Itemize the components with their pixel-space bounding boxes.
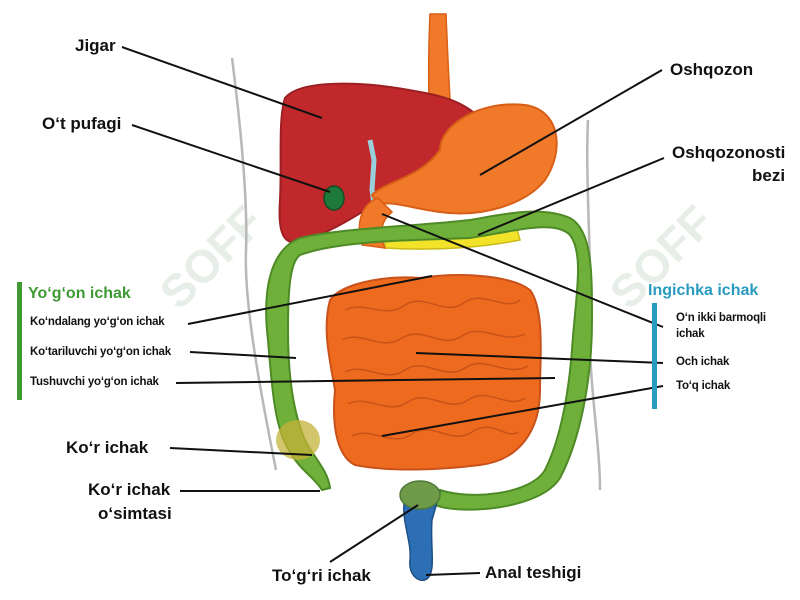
small-intestine-title: Ingichka ichak (648, 282, 759, 299)
label-pancreas-line2: bezi (752, 166, 786, 185)
label-appendix-line1: Ko‘r ichak (88, 480, 171, 499)
label-transverse-colon: Ko‘ndalang yo‘g‘on ichak (30, 316, 165, 328)
colon (265, 210, 594, 511)
torso-outline-left (230, 57, 278, 471)
label-appendix-line2: o‘simtasi (98, 504, 172, 523)
label-descending-colon: Tushuvchi yo‘g‘on ichak (30, 376, 159, 388)
label-ascending-colon: Ko‘tariluvchi yo‘g‘on ichak (30, 346, 171, 358)
stomach (370, 103, 558, 215)
label-pancreas-line1: Oshqozonosti (672, 143, 786, 162)
label-jejunum: Och ichak (676, 356, 730, 368)
label-stomach: Oshqozon (670, 60, 754, 79)
large-intestine-title: Yo‘g‘on ichak (28, 285, 131, 302)
label-ileum: To‘q ichak (676, 380, 731, 392)
small-intestine-coils (341, 297, 529, 440)
small-intestine-bracket (652, 303, 657, 409)
label-cecum: Ko‘r ichak (66, 438, 149, 457)
sigmoid-junction (399, 480, 441, 510)
cecum (276, 420, 320, 460)
label-gallbladder: O‘t pufagi (42, 114, 122, 133)
label-rectum: To‘g‘ri ichak (272, 566, 371, 585)
gallbladder (323, 185, 345, 211)
leader-lines (121, 46, 665, 576)
small-intestine (325, 274, 542, 471)
rectum (403, 491, 442, 581)
label-duodenum: O‘n ikki barmoqli ichak (676, 312, 766, 340)
label-liver: Jigar (75, 36, 116, 55)
label-anus: Anal teshigi (485, 563, 582, 582)
large-intestine-bracket (17, 282, 22, 400)
